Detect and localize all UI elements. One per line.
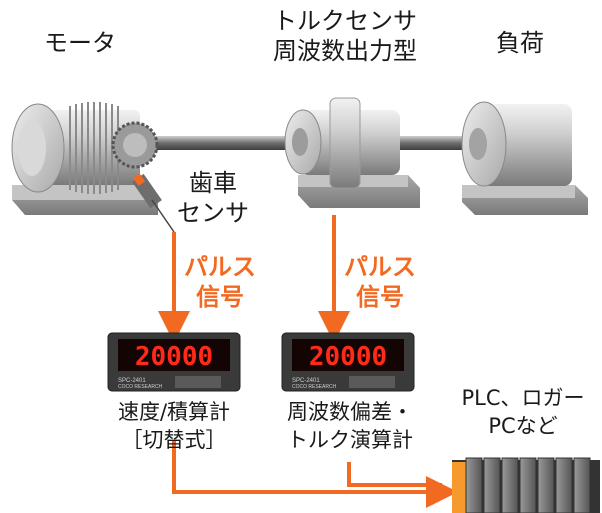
output-arrow-right (347, 462, 442, 487)
gear-sensor-probe (132, 173, 162, 209)
meter-left: 20000 SPC-2401 COCO RESEARCH (107, 332, 241, 392)
meter-right-display: 20000 (309, 342, 387, 372)
meter-right-model: SPC-2401 (292, 378, 320, 384)
motor-label: モータ (44, 29, 116, 57)
torque-sensor-label-line2: 周波数出力型 (273, 37, 417, 65)
torque-sensor-label: トルクセンサ 周波数出力型 (255, 6, 435, 66)
plc-label: PLC、ロガー PCなど (461, 386, 585, 438)
meter-right-caption: 周波数偏差・ トルク演算計 (287, 400, 413, 452)
motor (11, 102, 159, 215)
gear-sensor-label-line1: 歯車 (189, 169, 237, 197)
meter-left-caption: 速度/積算計 ［切替式］ (117, 400, 231, 452)
load-machine (461, 101, 588, 215)
meter-right: 20000 SPC-2401 COCO RESEARCH (281, 332, 415, 392)
torque-sensor (284, 97, 420, 208)
torque-sensor-label-line1: トルクセンサ (273, 7, 417, 35)
pulse-signal-label-right: パルス 信号 (344, 253, 416, 311)
output-arrow-left (172, 440, 458, 508)
gear-sensor-label: 歯車 センサ (168, 168, 258, 228)
pulse-signal-label-left: パルス 信号 (184, 253, 256, 311)
gear-sensor-cable (151, 199, 175, 233)
meter-left-brand: COCO RESEARCH (118, 384, 163, 390)
meter-left-display: 20000 (135, 342, 213, 372)
gear-sensor-label-line2: センサ (177, 199, 249, 227)
load-label: 負荷 (496, 29, 544, 57)
meter-left-model: SPC-2401 (118, 378, 146, 384)
meter-right-brand: COCO RESEARCH (292, 384, 337, 390)
plc-rack (452, 457, 600, 513)
